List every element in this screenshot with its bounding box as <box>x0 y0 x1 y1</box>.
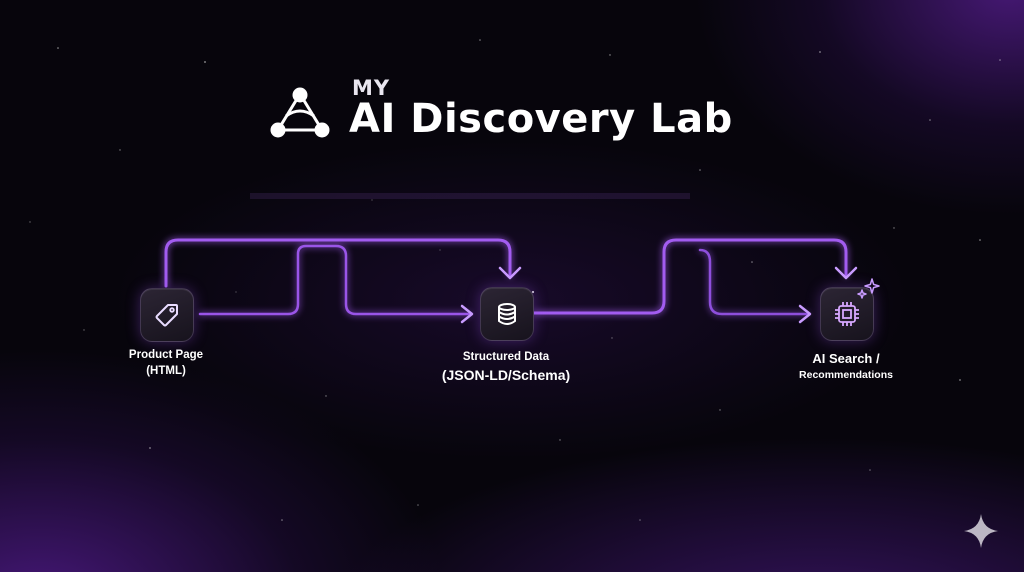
product-label-line1: Product Page <box>128 349 204 361</box>
product-label-line2: (HTML) <box>146 364 186 377</box>
label-structured-data: Structured Data (JSON-LD/Schema) <box>420 350 592 384</box>
title-prefix: MY <box>352 76 391 100</box>
structured-label-line2: (JSON-LD/Schema) <box>441 366 571 383</box>
tag-icon <box>155 304 178 327</box>
chip-icon <box>835 302 859 326</box>
node-ai-search[interactable] <box>820 287 874 341</box>
page-title: AI Discovery Lab <box>349 96 733 142</box>
network-triangle-icon <box>270 87 330 138</box>
node-structured-data[interactable] <box>480 287 534 341</box>
database-icon <box>498 303 516 325</box>
connector-structured-to-ai <box>532 238 858 324</box>
node-product-page[interactable] <box>140 288 194 342</box>
label-product-page: Product Page (HTML) <box>106 348 226 379</box>
structured-label-line1: Structured Data <box>462 351 550 363</box>
connector-product-to-structured <box>164 238 522 324</box>
corner-sparkle-icon <box>964 514 998 548</box>
ai-label-line2: Recommendations <box>799 368 893 381</box>
label-ai-search: AI Search / Recommendations <box>776 350 916 382</box>
sparkle-icon <box>857 278 880 299</box>
ai-label-line1: AI Search / <box>812 351 880 366</box>
